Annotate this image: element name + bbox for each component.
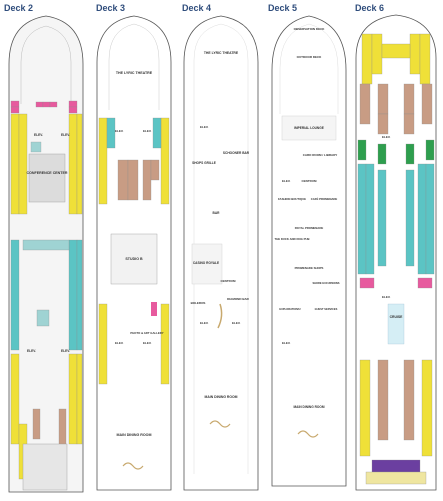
casino-royale-label: CASINO ROYALE [193,261,219,265]
diamond-bar-label: DIAMOND BAR [227,297,249,301]
deck-5-elev-label-2: ELEV. [282,341,291,345]
deck-6-suites [359,83,433,135]
cruise-label: CRUISE [390,315,404,319]
deck-4-theatre-label: THE LYRIC THEATRE [204,51,239,55]
deck-3-elev-label-4: ELEV. [143,341,152,345]
deck-6-mid-cabins [357,163,435,289]
deck-2-bow-line [20,25,72,104]
deck-title-3: Deck 3 [96,3,126,13]
outdoor-deck-label: OUTDOOR DECK [297,55,323,59]
studio-b-label: STUDIO B [125,257,143,261]
deck-2-hull [8,15,84,493]
royal-promenade-label: ROYAL PROMENADE [295,226,324,230]
boleros-label: BOLEROS [191,301,206,305]
deck-2-elev-label-3: ELEV. [27,349,36,353]
deck-title-2: Deck 2 [4,3,34,13]
shops-grille-label: SHOPS GRILLE [192,161,216,165]
deck-title-6: Deck 6 [355,3,385,13]
deck-4-dining-label: MAIN DINING ROOM [205,395,238,399]
centrum-label-4: CENTRUM [221,279,236,283]
deck-title-5: Deck 5 [268,3,298,13]
deck-5-hull [271,15,347,487]
deck-3-center-suites [117,159,160,201]
guest-services-label: GUEST SERVICES [315,307,338,311]
schooner-bar-label: SCHOONER BAR [223,151,250,155]
duck-dog-pub-label: THE DUCK AND DOG PUB [274,237,309,241]
photo-gallery-label: PHOTO & ART GALLERY [130,331,163,335]
deck-3-elev-label-1: ELEV. [115,129,124,133]
promenade-shops-label: PROMENADE SHOPS [295,266,324,270]
deck-5-elev-label-1: ELEV. [282,179,291,183]
deck-6-plan[interactable]: CRUISE ELEV. ELEV. [352,14,440,498]
deck-2-elev-label-4: ELEV. [61,349,70,353]
deck-6-hull [355,14,437,491]
deck-2-fwd-cabins [10,113,83,215]
centrum-label-5: CENTRUM [302,179,317,183]
deck-3-dining-label: MAIN DINING ROOM [117,433,152,437]
deck-3-aft-cabins [98,303,170,385]
deck-2-elev-label-1: ELEV. [34,133,43,137]
studio-b[interactable] [110,233,158,285]
deck-4-plan[interactable]: THE LYRIC THEATRE SHOPS GRILLE SCHOONER … [180,14,262,494]
casino-royale[interactable] [191,243,223,285]
conference-center[interactable] [28,153,66,203]
bar-label: BAR [213,211,221,215]
deck-6-green-cabins [357,139,435,165]
deck-6-stern-cabins [365,459,427,485]
deck-3-elev-label-2: ELEV. [143,129,152,133]
deck-2-plan[interactable]: CONFERENCE CENTER ELEV. ELEV. ELEV. ELEV… [3,14,90,494]
card-room-label: CARD ROOM / LIBRARY [303,153,338,157]
deck-6-elev-label-1: ELEV. [382,135,391,139]
deck-5-plan[interactable]: OBSERVATION DECK OUTDOOR DECK IMPERIAL L… [268,14,350,494]
deck-6-fwd-cabins [361,33,431,85]
lyric-theatre-label: THE LYRIC THEATRE [116,71,153,75]
deck-4-elev-label-2: ELEV. [200,321,209,325]
conference-center-label: CONFERENCE CENTER [27,171,68,175]
deck-3-plan[interactable]: THE LYRIC THEATRE STUDIO B PHOTO & ART G… [93,14,175,494]
deck-2-elev-label-2: ELEV. [61,133,70,137]
explorations-label: EXPLORATIONS! [279,307,300,311]
imperial-lounge[interactable] [281,115,337,141]
deck-5-dining-label: MAIN DINING ROOM [294,405,325,409]
deck-4-elev-label-3: ELEV. [232,321,241,325]
deck-3-fwd-cabins [98,117,170,205]
observation-deck-label: OBSERVATION DECK [294,27,326,31]
deck-6-elev-label-2: ELEV. [382,295,391,299]
deck-title-4: Deck 4 [182,3,212,13]
imperial-lounge-label: IMPERIAL LOUNGE [294,126,324,130]
deck-2-mid-cabins [10,239,83,351]
deck-6-aft-cabins [359,359,433,457]
fashion-boutique-label: FASHION BOUTIQUE [278,197,306,201]
deck-4-elev-label-1: ELEV. [200,125,209,129]
cafe-promenade-label: CAFÉ PROMENADE [311,196,338,201]
deck-3-elev-label-3: ELEV. [115,341,124,345]
shore-excursions-label: SHORE EXCURSIONS [312,281,339,285]
